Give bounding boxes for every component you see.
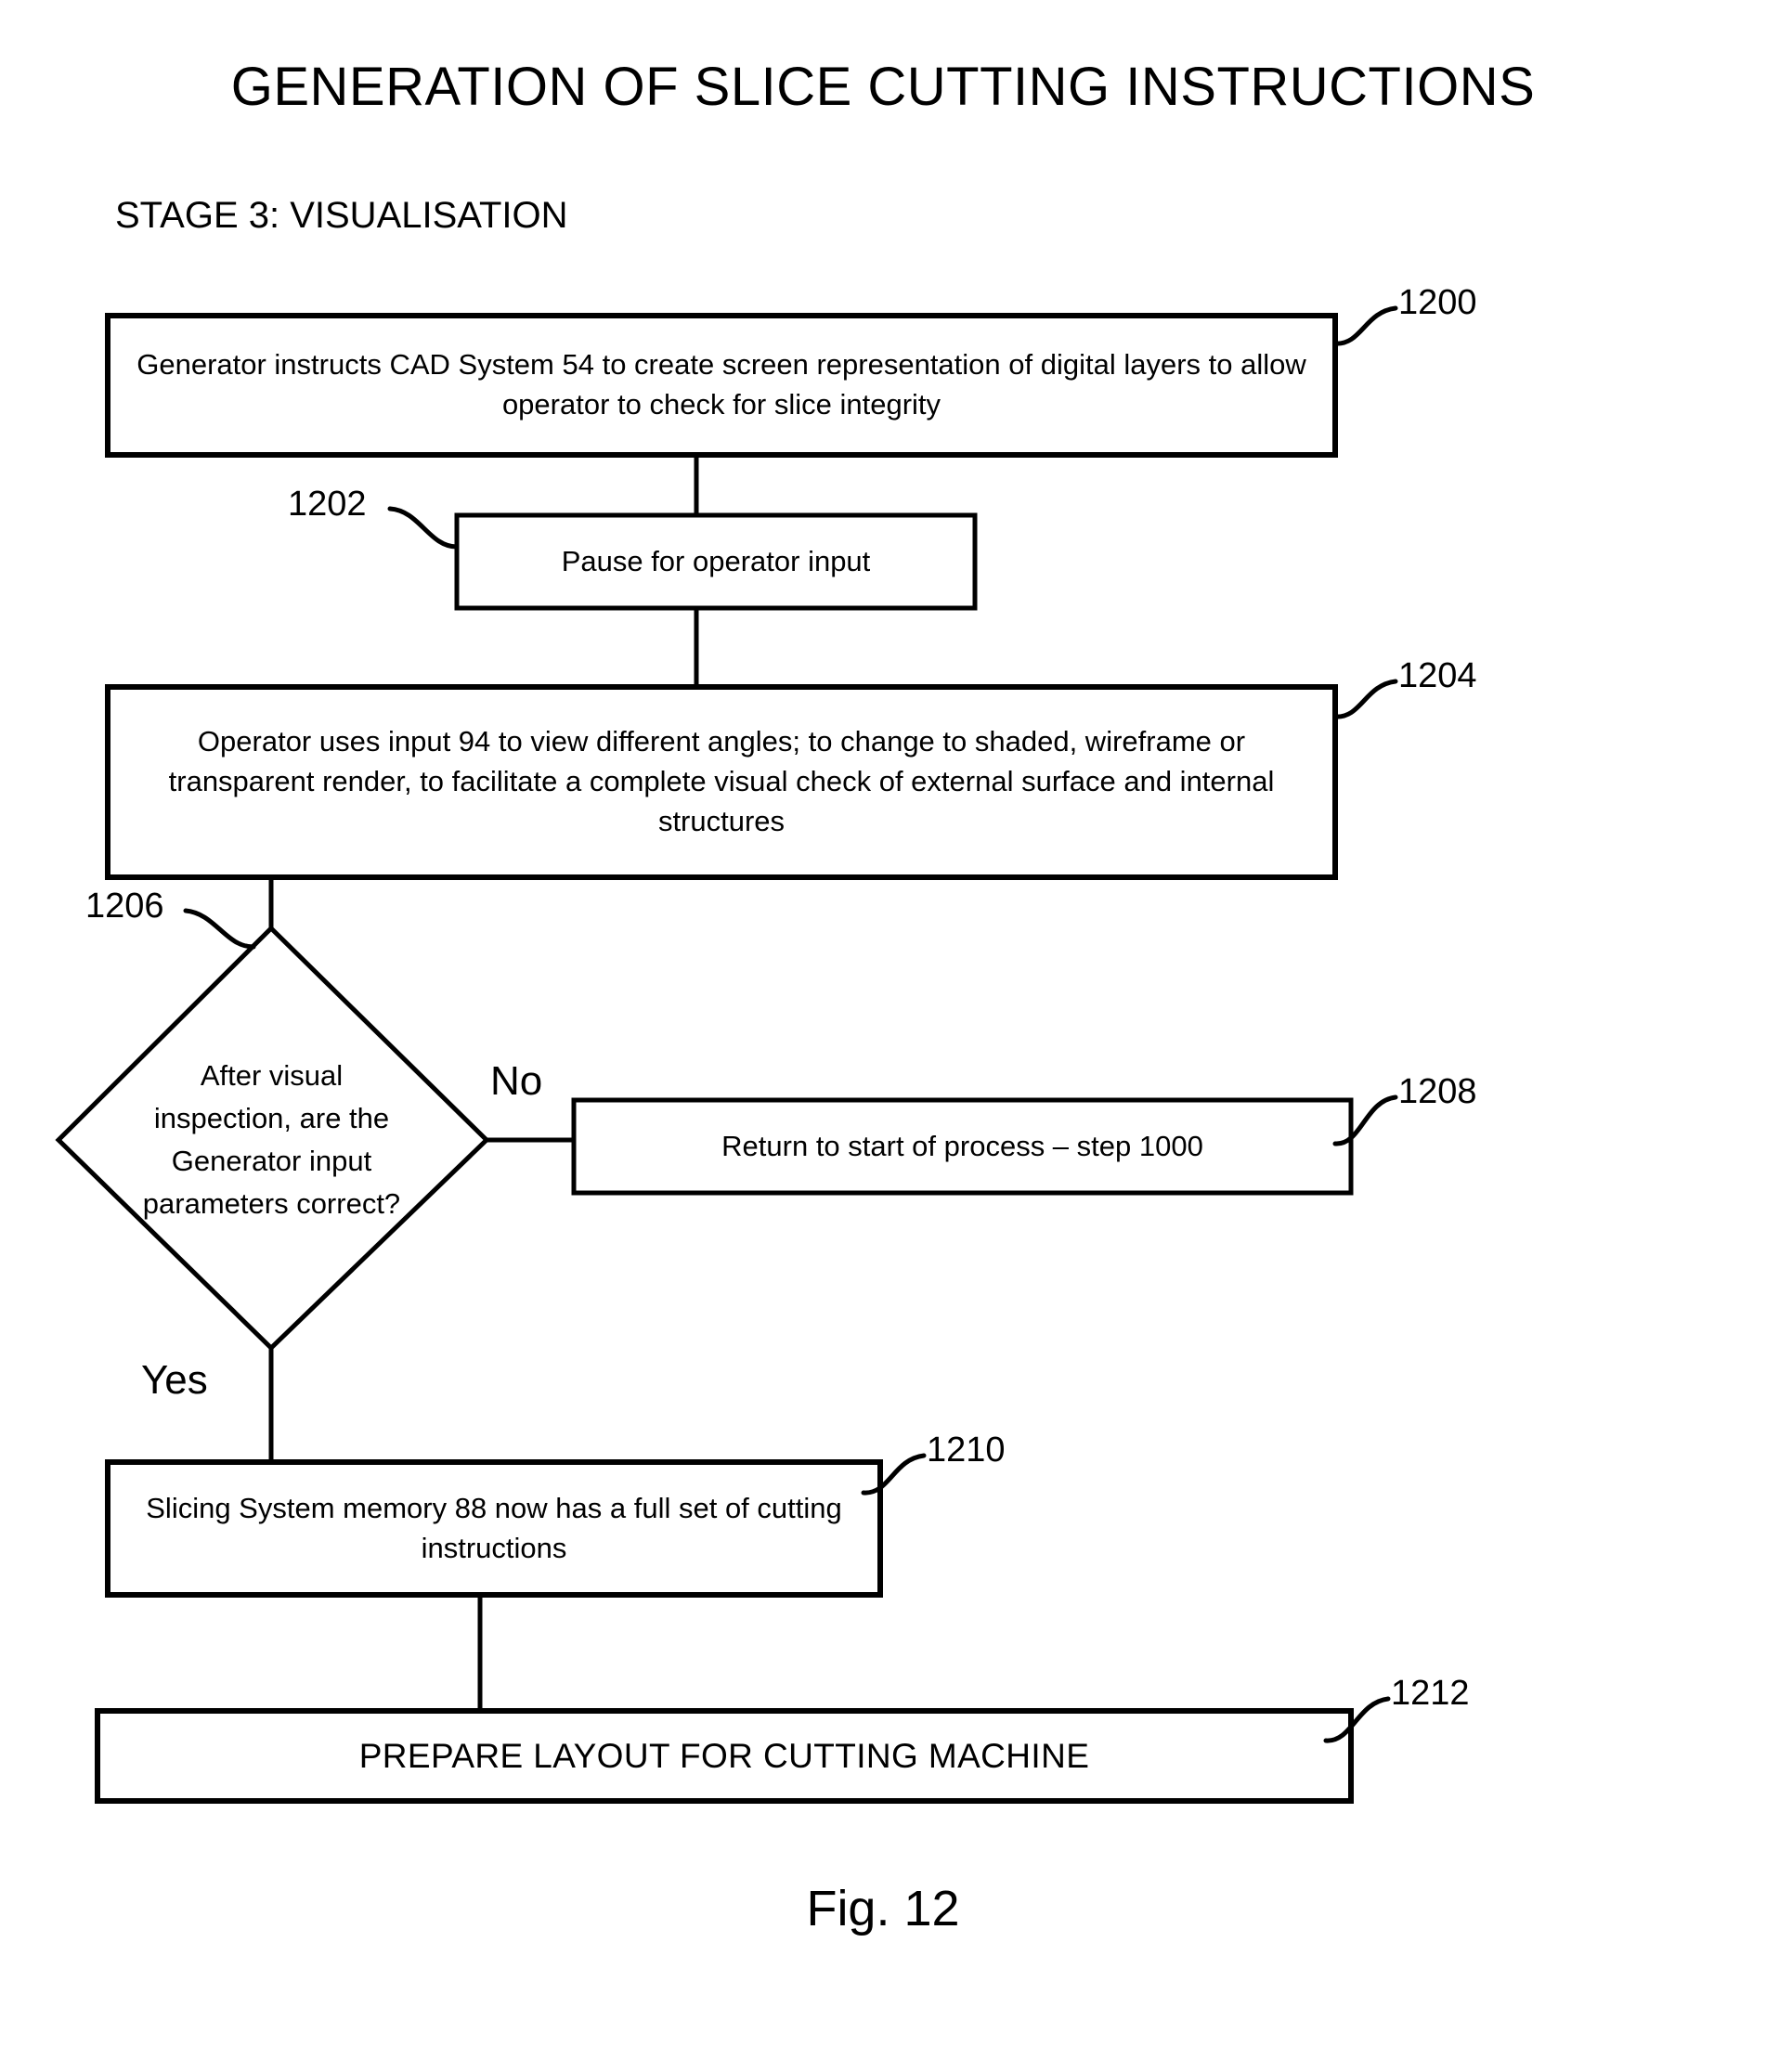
- leader-line-1202: [387, 506, 460, 550]
- ref-numeral-1200: 1200: [1398, 283, 1477, 322]
- figure-caption: Fig. 12: [806, 1881, 960, 1936]
- leader-line-1200: [1332, 305, 1398, 346]
- node-label-1210: Slicing System memory 88 now has a full …: [146, 1491, 842, 1564]
- ref-numeral-1208: 1208: [1398, 1072, 1477, 1111]
- ref-numeral-1210: 1210: [927, 1431, 1006, 1470]
- node-label-1202: Pause for operator input: [561, 544, 871, 577]
- node-label-1204: Operator uses input 94 to view different…: [168, 725, 1275, 837]
- branch-label-yes: Yes: [141, 1357, 208, 1403]
- stage-label: STAGE 3: VISUALISATION: [115, 195, 568, 236]
- node-label-1212: PREPARE LAYOUT FOR CUTTING MACHINE: [358, 1736, 1090, 1775]
- node-label-1200: Generator instructs CAD System 54 to cre…: [136, 348, 1306, 421]
- ref-numeral-1204: 1204: [1398, 656, 1477, 695]
- leader-line-1210: [861, 1453, 927, 1496]
- leader-line-1206: [183, 908, 256, 950]
- ref-numeral-1206: 1206: [85, 887, 164, 926]
- branch-label-no: No: [490, 1058, 543, 1104]
- leader-line-1204: [1332, 679, 1398, 719]
- ref-numeral-1212: 1212: [1391, 1674, 1470, 1713]
- ref-numeral-1202: 1202: [288, 485, 367, 524]
- figure-title: GENERATION OF SLICE CUTTING INSTRUCTIONS: [230, 57, 1536, 117]
- node-label-1206: After visual inspection, are the Generat…: [142, 1059, 401, 1220]
- node-label-1208: Return to start of process – step 1000: [721, 1129, 1203, 1162]
